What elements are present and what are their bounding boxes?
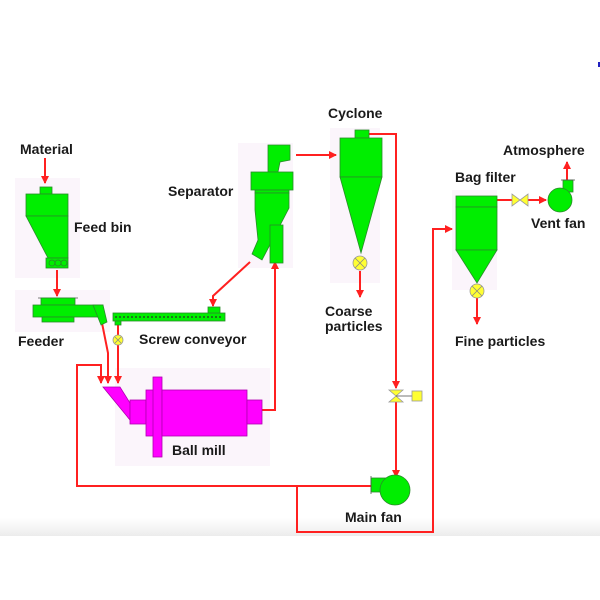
flow-cyclone-to-mainfan (366, 133, 400, 389)
label-ball-mill: Ball mill (172, 442, 226, 458)
flow-feeder-to-mill (100, 317, 112, 384)
label-feeder: Feeder (18, 333, 64, 349)
edge-mark (598, 62, 600, 67)
screw-conveyor-valve[interactable] (112, 334, 124, 346)
flow-lines (41, 133, 571, 533)
bag-filter-rotary-valve[interactable] (469, 283, 485, 299)
label-feed-bin: Feed bin (74, 219, 132, 235)
label-fine-particles: Fine particles (455, 333, 545, 349)
vent-valve[interactable] (511, 193, 529, 207)
label-coarse: Coarse (325, 303, 373, 319)
ball-mill[interactable] (102, 376, 263, 458)
feeder[interactable] (32, 297, 108, 326)
label-material: Material (20, 141, 73, 157)
bottom-shade (0, 518, 600, 536)
cyclone-rotary-valve[interactable] (352, 255, 368, 271)
label-main-fan: Main fan (345, 509, 402, 525)
label-atmosphere: Atmosphere (503, 142, 585, 158)
screw-conveyor[interactable] (112, 306, 226, 326)
label-cyclone: Cyclone (328, 105, 383, 121)
separator[interactable] (250, 144, 294, 264)
flow-separator-to-conveyor (209, 261, 251, 307)
flow-mainfan-to-bagfilter (296, 225, 453, 533)
label-bag-filter: Bag filter (455, 169, 516, 185)
flow-mainfan-to-mill (76, 364, 372, 487)
label-vent-fan: Vent fan (531, 215, 585, 231)
flow-mill-to-separator (262, 261, 279, 411)
label-separator: Separator (168, 183, 234, 199)
labels: Material Feed bin Feeder Screw conveyor … (18, 105, 585, 525)
label-particles: particles (325, 318, 383, 334)
vent-fan[interactable] (547, 179, 575, 213)
feed-bin[interactable] (25, 186, 69, 269)
cyclone[interactable] (339, 129, 383, 255)
label-screw-conveyor: Screw conveyor (139, 331, 247, 347)
feed-bin-rotary-valve (48, 259, 68, 267)
main-fan[interactable] (370, 474, 411, 506)
bag-filter[interactable] (455, 195, 498, 284)
main-line-damper[interactable] (387, 389, 423, 403)
